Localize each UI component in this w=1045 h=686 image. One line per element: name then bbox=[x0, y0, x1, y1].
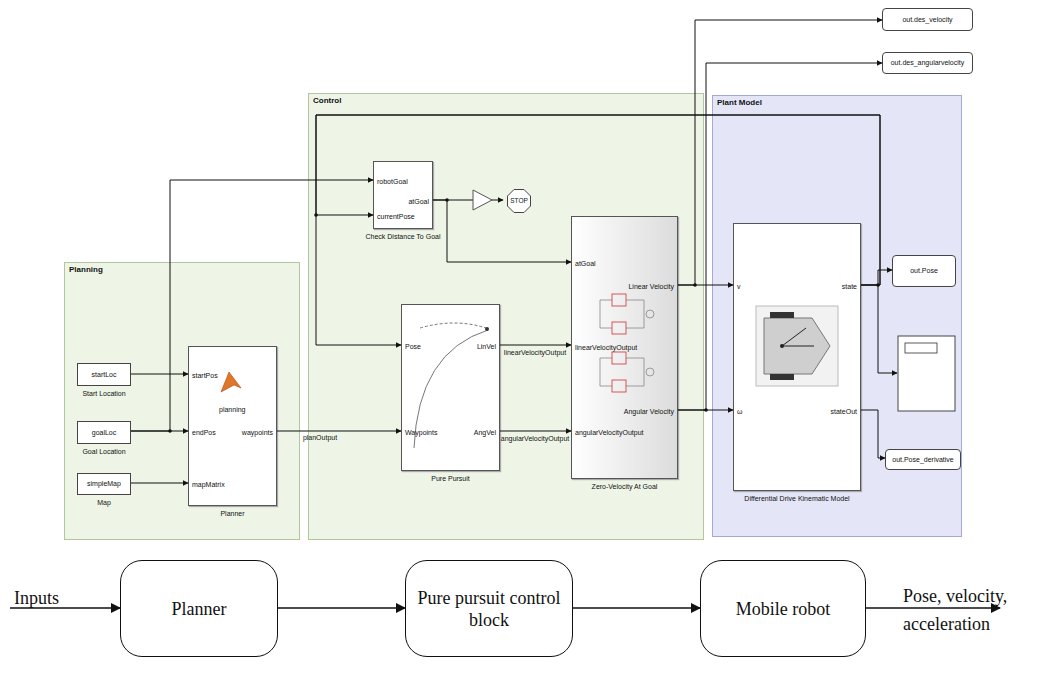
function-block: robotGoalcurrentPoseatGoalCheck Distance… bbox=[373, 161, 433, 229]
process-box: Planner bbox=[120, 560, 278, 657]
block-name: Start Location bbox=[82, 389, 125, 399]
block-name: Goal Location bbox=[82, 447, 125, 457]
outport-block: out.Pose bbox=[892, 255, 956, 287]
port-label: angularVelocityOutput bbox=[575, 428, 644, 438]
outport-block: out.des_angularvelocity bbox=[882, 52, 973, 74]
switch-subsystem: atGoal linearVelocityOutput angularVelocit… bbox=[571, 216, 678, 479]
block-name: Differential Drive Kinematic Model bbox=[744, 494, 849, 504]
port-label: Waypoints bbox=[405, 428, 437, 438]
port-label: planning bbox=[219, 405, 245, 415]
port-label: ω bbox=[737, 407, 742, 417]
branch-dot bbox=[876, 283, 880, 287]
block-text: Mobile robot bbox=[711, 598, 855, 620]
outport-block: out.Pose_derivative bbox=[885, 449, 961, 470]
block-name: Zero-Velocity At Goal bbox=[592, 482, 658, 492]
block-text: out.des_velocity bbox=[883, 15, 972, 25]
constant-block: startLocStart Location bbox=[77, 363, 131, 386]
block-name: Pure Pursuit bbox=[431, 474, 470, 484]
branch-dot bbox=[704, 408, 708, 412]
port-label: endPos bbox=[192, 428, 216, 438]
gain-block bbox=[473, 190, 492, 210]
signal-wire bbox=[878, 285, 897, 373]
signal-line bbox=[433, 200, 571, 262]
lookahead-point bbox=[485, 327, 489, 331]
constant-block: simpleMapMap bbox=[77, 473, 131, 495]
signal-name: planOutput bbox=[300, 433, 340, 443]
block-text: simpleMap bbox=[78, 479, 130, 489]
signal-line bbox=[861, 410, 885, 458]
area-title: Plant Model bbox=[717, 98, 762, 108]
port-label: atGoal bbox=[575, 259, 596, 269]
control-area: ControlrobotGoalcurrentPoseatGoalCheck D… bbox=[308, 93, 704, 540]
constant-block: goalLocGoal Location bbox=[77, 421, 131, 444]
signal-line bbox=[131, 180, 373, 431]
block-text: out.Pose_derivative bbox=[886, 455, 960, 465]
branch-dot bbox=[314, 213, 318, 217]
port-label: atGoal bbox=[408, 197, 429, 207]
branch-dot bbox=[168, 429, 172, 433]
signal-line bbox=[500, 345, 571, 346]
port-label: linearVelocityOutput bbox=[575, 343, 637, 353]
signal-name: linearVelocityOutput bbox=[500, 348, 570, 358]
block-text: STOP bbox=[503, 196, 535, 206]
branch-dot bbox=[693, 283, 697, 287]
planner-block: startPos endPos mapMatrix waypoints planning… bbox=[188, 346, 277, 506]
signal-line bbox=[573, 607, 700, 608]
signal-line bbox=[316, 115, 880, 285]
stop-block: STOP bbox=[503, 189, 535, 213]
path-curve bbox=[414, 330, 488, 448]
port-label: waypoints bbox=[242, 428, 273, 438]
port-label: mapMatrix bbox=[192, 480, 225, 490]
output-label: Pose, velocity, acceleration bbox=[903, 582, 1041, 638]
scope-screen bbox=[905, 343, 937, 353]
block-name: Check Distance To Goal bbox=[366, 232, 441, 242]
port-label: LinVel bbox=[477, 342, 496, 352]
port-label: Linear Velocity bbox=[628, 282, 674, 292]
block-text: out.des_angularvelocity bbox=[883, 58, 972, 68]
outport-block: out.des_velocity bbox=[882, 8, 973, 31]
signal-line bbox=[131, 374, 188, 375]
signal-line bbox=[278, 607, 405, 608]
port-label: stateOut bbox=[831, 407, 857, 417]
block-text: out.Pose bbox=[893, 266, 955, 276]
port-label: v bbox=[737, 282, 741, 292]
robot-icon bbox=[756, 306, 838, 386]
branch-dot bbox=[445, 198, 449, 202]
signal-line bbox=[277, 431, 401, 432]
input-label: Inputs bbox=[14, 584, 59, 612]
scope-block bbox=[898, 336, 955, 411]
port-label: currentPose bbox=[377, 212, 415, 222]
port-label: AngVel bbox=[474, 428, 496, 438]
port-label: Pose bbox=[405, 342, 421, 352]
port-label: robotGoal bbox=[377, 177, 408, 187]
lookahead-curve bbox=[420, 323, 486, 328]
area-title: Control bbox=[313, 96, 341, 106]
port-label: state bbox=[842, 282, 857, 292]
signal-line bbox=[500, 431, 571, 432]
port-label: Angular Velocity bbox=[624, 407, 674, 417]
block-text: Planner bbox=[131, 598, 267, 620]
block-name: Planner bbox=[220, 509, 244, 519]
process-box: Pure pursuit control block bbox=[405, 560, 573, 657]
switch-icon bbox=[600, 294, 654, 392]
signal-line bbox=[131, 483, 188, 484]
signal-name: angularVelocityOutput bbox=[500, 434, 570, 444]
output-arrow bbox=[866, 607, 1000, 608]
process-box: Mobile robot bbox=[700, 560, 866, 657]
block-text: goalLoc bbox=[78, 428, 130, 438]
signal-line bbox=[861, 270, 892, 285]
block-name: Map bbox=[97, 498, 111, 508]
signal-line bbox=[678, 20, 882, 285]
matlab-icon bbox=[221, 372, 241, 392]
block-text: startLoc bbox=[78, 370, 130, 380]
area-title: Planning bbox=[69, 265, 103, 275]
planning-area: PlanningstartLocStart LocationgoalLocGoa… bbox=[64, 262, 300, 540]
port-label: startPos bbox=[192, 371, 218, 381]
block-text: Pure pursuit control block bbox=[416, 587, 562, 631]
